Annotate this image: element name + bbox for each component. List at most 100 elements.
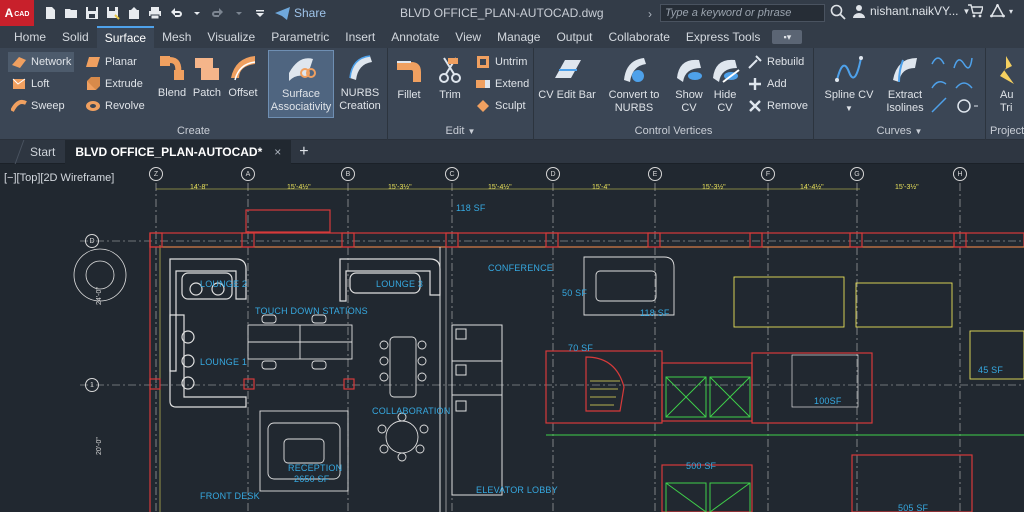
extract-isolines-icon [893,58,917,83]
extract-isolines-button[interactable]: Extract Isolines [882,54,928,115]
user-account-button[interactable]: nishant.naikVY... ▼ [852,4,970,18]
remove-icon [749,100,761,112]
edit-title-text: Edit [445,125,465,137]
autodesk-triangle-icon[interactable]: ▾ [990,4,1013,18]
rebuild-icon [748,55,762,69]
auto-trim-button[interactable]: Au Tri [990,54,1024,115]
tab-manage[interactable]: Manage [497,30,541,44]
print-icon[interactable] [145,4,164,23]
add-cv-button[interactable]: Add [744,74,790,94]
room-label: 2650 SF [294,474,330,484]
nurbs-creation-button[interactable]: NURBS Creation [338,52,382,113]
new-file-icon[interactable] [40,4,59,23]
panel-curves-title[interactable]: Curves ▼ [814,125,985,137]
redo-dropdown-icon[interactable] [229,4,248,23]
patch-label: Patch [192,87,222,99]
hide-cv-button[interactable]: Hide CV [708,54,742,115]
customize-dropdown-icon[interactable] [250,4,269,23]
grid-bubble-e: E [648,167,662,181]
tab-insert[interactable]: Insert [345,30,376,44]
new-tab-button[interactable]: + [299,142,309,160]
trim-label: Trim [439,89,461,101]
sculpt-icon [477,100,489,112]
drawing-viewport[interactable]: [−][Top][2D Wireframe] [0,165,1024,512]
network-icon [12,57,26,68]
grid-bubble-c: C [445,167,459,181]
tab-solid[interactable]: Solid [62,30,89,44]
revolve-icon [86,101,100,111]
tab-active-drawing[interactable]: BLVD OFFICE_PLAN-AUTOCAD* × [65,139,292,164]
search-icon[interactable] [830,4,846,20]
trim-button[interactable]: Trim [432,54,468,102]
undo-icon[interactable] [166,4,185,23]
sculpt-button[interactable]: Sculpt [472,96,529,116]
undo-dropdown-icon[interactable] [187,4,206,23]
room-label: RECEPTION [288,463,343,473]
tab-output[interactable]: Output [556,30,593,44]
cart-icon[interactable] [968,4,983,18]
planar-button[interactable]: Planar [82,52,140,72]
panel-edit: Fillet Trim Untrim Extend Sculpt Edit ▼ [388,48,534,140]
collaboration-furniture [377,336,429,462]
save-as-icon[interactable] [103,4,122,23]
tab-annotate[interactable]: Annotate [391,30,440,44]
spline-cv-button[interactable]: Spline CV ▼ [822,54,876,115]
sweep-icon [11,100,27,112]
fillet-icon [397,61,421,82]
tab-express-tools[interactable]: Express Tools [685,30,761,44]
cv-edit-bar-button[interactable]: CV Edit Bar [538,54,596,102]
search-input[interactable]: Type a keyword or phrase [660,4,825,22]
grid-bubble-a: A [241,167,255,181]
tab-view[interactable]: View [455,30,482,44]
close-tab-icon[interactable]: × [274,144,282,159]
ribbon-display-toggle[interactable]: ▪▾ [772,30,803,44]
panel-project: Au Tri Project [986,48,1024,140]
show-cv-button[interactable]: Show CV [672,54,706,115]
surface-associativity-label-2: Associativity [270,101,332,113]
patch-button[interactable]: Patch [190,52,224,100]
remove-label: Remove [767,100,808,112]
save-icon[interactable] [82,4,101,23]
tab-collaborate[interactable]: Collaborate [608,30,670,44]
rebuild-button[interactable]: Rebuild [744,52,807,72]
tab-home[interactable]: Home [14,30,47,44]
redo-icon[interactable] [208,4,227,23]
search-chevron-icon[interactable]: › [648,7,652,21]
offset-button[interactable]: Offset [224,52,262,100]
side-dimension-text: 20'-0" [96,437,103,455]
share-button[interactable]: Share [275,6,326,20]
surface-associativity-button[interactable]: Surface Associativity [268,50,334,118]
untrim-button[interactable]: Untrim [472,52,530,72]
extend-button[interactable]: Extend [472,74,532,94]
tab-visualize[interactable]: Visualize [207,30,256,44]
remove-cv-button[interactable]: Remove [744,96,811,116]
sweep-button[interactable]: Sweep [8,96,68,116]
room-label: 45 SF [978,365,1004,375]
cloud-upload-icon[interactable] [124,4,143,23]
convert-to-nurbs-button[interactable]: Convert to NURBS [604,54,664,115]
tab-surface[interactable]: Surface [96,26,155,48]
blend-button[interactable]: Blend [154,52,190,100]
panel-edit-title[interactable]: Edit ▼ [388,125,533,137]
loft-icon [12,78,26,89]
fillet-button[interactable]: Fillet [392,54,426,102]
tab-mesh[interactable]: Mesh [162,30,192,44]
network-button[interactable]: Network [8,52,75,72]
room-label: 100SF [814,396,842,406]
room-label: FRONT DESK [200,491,260,501]
dimension-text: 15'-3½" [702,184,726,191]
room-label: 70 SF [568,343,594,353]
loft-button[interactable]: Loft [8,74,52,94]
viewport-controls-label[interactable]: [−][Top][2D Wireframe] [4,172,115,184]
grid-bubble-b: B [341,167,355,181]
planar-icon [86,57,100,67]
tab-parametric[interactable]: Parametric [271,30,330,44]
revolve-button[interactable]: Revolve [82,96,148,116]
extrude-button[interactable]: Extrude [82,74,146,94]
open-folder-icon[interactable] [61,4,80,23]
convert-to-nurbs-icon [624,58,646,82]
offset-icon [231,56,256,81]
tab-start[interactable]: Start [30,144,56,159]
